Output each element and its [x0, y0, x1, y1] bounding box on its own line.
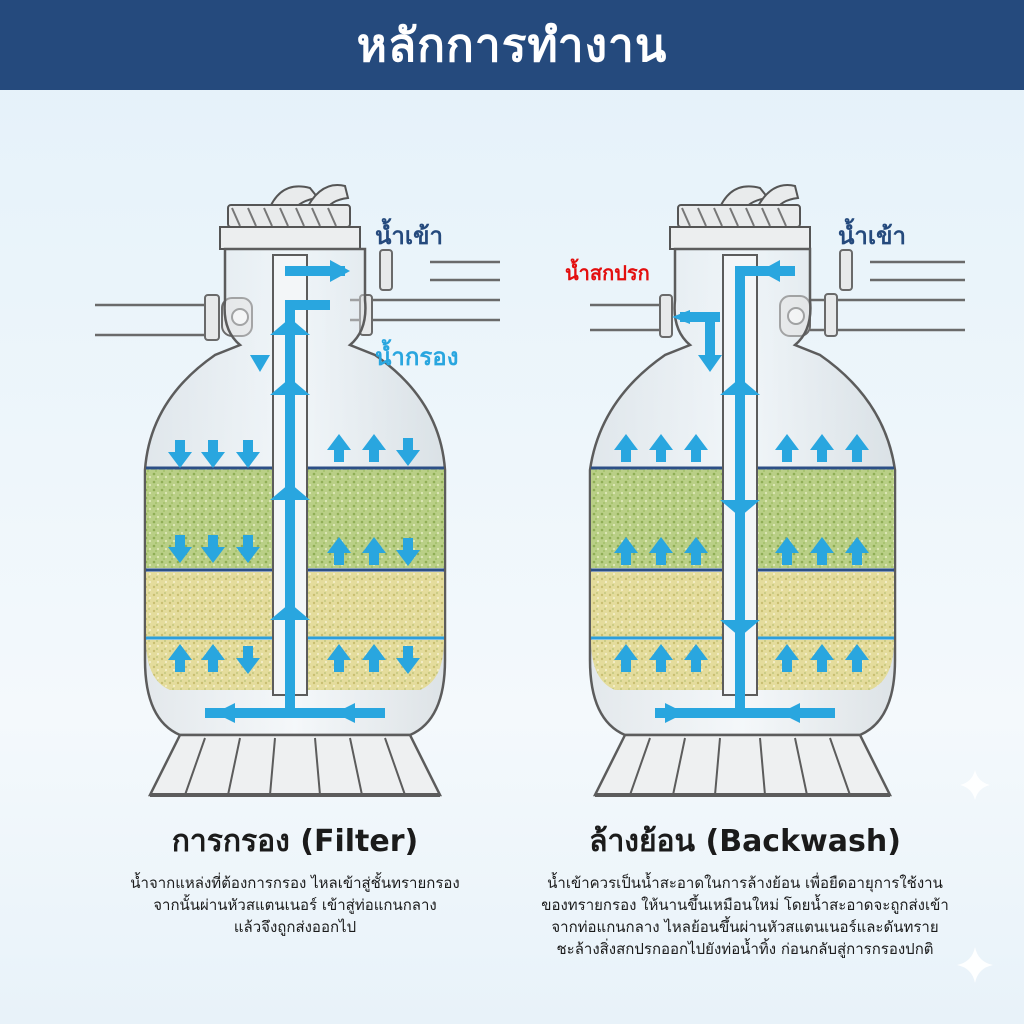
filter-title: การกรอง (Filter): [171, 824, 419, 859]
filter-desc-line: แล้วจึงถูกส่งออกไป: [233, 918, 357, 936]
filter-description: น้ำจากแหล่งที่ต้องการกรอง ไหลเข้าสู่ชั้น…: [45, 872, 545, 938]
filter-inlet-label: น้ำเข้า: [375, 217, 443, 250]
backwash-waste-label: น้ำสกปรก: [565, 258, 650, 285]
flow-arrow-icon: [614, 260, 869, 723]
backwash-inlet-label: น้ำเข้า: [838, 217, 906, 250]
backwash-desc-line: ชะล้างสิ่งสกปรกออกไปยังท่อน้ำทิ้ง ก่อนกล…: [556, 940, 934, 958]
header-bar: หลักการทำงาน: [0, 0, 1024, 90]
sparkle-icon: [960, 770, 990, 800]
page-title: หลักการทำงาน: [356, 17, 668, 72]
backwash-description: น้ำเข้าควรเป็นน้ำสะอาดในการล้างย้อน เพื่…: [490, 872, 1000, 960]
backwash-desc-line: จากท่อแกนกลาง ไหลย้อนขึ้นผ่านหัวสแตนเนอร…: [551, 918, 939, 936]
backwash-desc-line: น้ำเข้าควรเป็นน้ำสะอาดในการล้างย้อน เพื่…: [547, 874, 943, 892]
multiport-valve-icon: [219, 184, 361, 250]
filter-filtered-label: น้ำกรอง: [375, 338, 458, 371]
filter-desc-line: จากนั้นผ่านหัวสแตนเนอร์ เข้าสู่ท่อแกนกลา…: [153, 896, 437, 914]
backwash-tank: น้ำเข้า น้ำสกปรก: [565, 184, 965, 797]
tank-stand: [592, 733, 893, 797]
backwash-desc-line: ของทรายกรอง ให้นานขึ้นเหมือนใหม่ โดยน้ำส…: [541, 896, 949, 914]
tank-stand: [147, 733, 443, 797]
filter-desc-line: น้ำจากแหล่งที่ต้องการกรอง ไหลเข้าสู่ชั้น…: [130, 874, 460, 892]
sparkle-icon: [957, 947, 993, 983]
flow-arrow-icon: [168, 260, 420, 723]
filter-tank: น้ำเข้า น้ำกรอง: [95, 184, 500, 797]
diagram-canvas: น้ำเข้า น้ำกรอง: [95, 184, 990, 800]
backwash-title: ล้างย้อน (Backwash): [589, 824, 901, 859]
multiport-valve-icon: [669, 184, 811, 250]
